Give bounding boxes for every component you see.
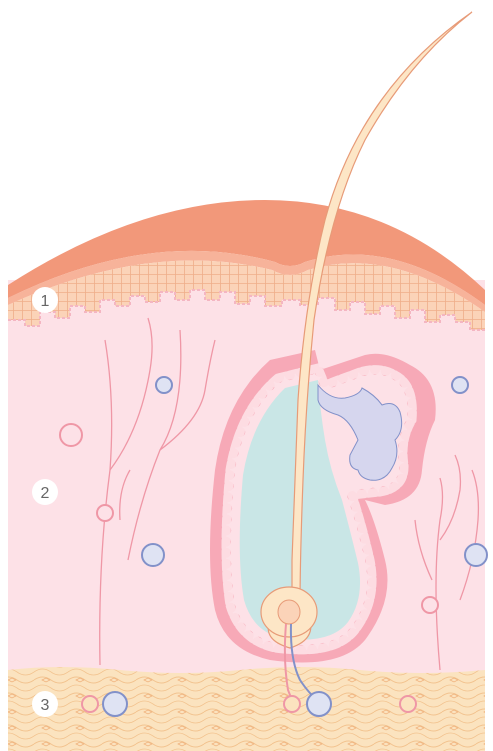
blood-vessel-blue xyxy=(103,692,127,716)
label-epidermis-text: 1 xyxy=(41,293,50,310)
label-dermis: 2 xyxy=(32,479,58,505)
blood-vessel-blue xyxy=(156,377,172,393)
blood-vessel-blue xyxy=(307,692,331,716)
blood-vessel-pink xyxy=(97,505,113,521)
label-hypodermis-text: 3 xyxy=(41,697,50,714)
blood-vessel-blue xyxy=(465,544,487,566)
blood-vessel-pink xyxy=(82,696,98,712)
blood-vessel-pink xyxy=(284,696,300,712)
label-dermis-text: 2 xyxy=(41,485,50,502)
label-hypodermis: 3 xyxy=(32,691,58,717)
blood-vessel-blue xyxy=(142,544,164,566)
blood-vessel-pink xyxy=(60,424,82,446)
dermal-papilla xyxy=(278,600,300,624)
label-epidermis: 1 xyxy=(32,287,58,313)
blood-vessel-pink xyxy=(400,696,416,712)
blood-vessel-blue xyxy=(452,377,468,393)
blood-vessel-pink xyxy=(422,597,438,613)
